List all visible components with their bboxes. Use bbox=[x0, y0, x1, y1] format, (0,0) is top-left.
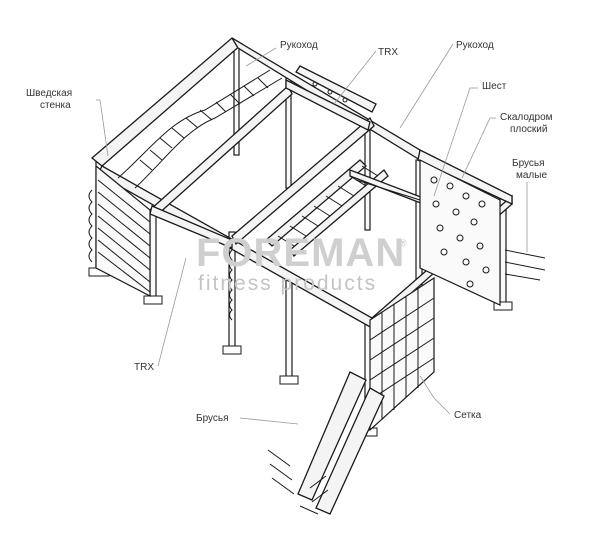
label-climbing-wall-line-1: Скалодром bbox=[500, 112, 553, 123]
label-monkey-bars-right: Рукоход bbox=[456, 40, 494, 51]
frame-structure bbox=[88, 37, 546, 515]
monkey-bars-left bbox=[117, 69, 283, 189]
monkey-bars-right bbox=[265, 159, 389, 257]
label-swedish-wall-line-2: стенка bbox=[40, 100, 71, 111]
small-parallel-bars bbox=[504, 249, 546, 281]
trx-chain bbox=[229, 249, 233, 321]
label-swedish-wall-line-1: Шведская bbox=[26, 88, 72, 99]
watermark-tagline: fitness products bbox=[198, 272, 377, 295]
climbing-wall bbox=[419, 159, 501, 306]
label-climbing-wall-line-2: плоский bbox=[510, 124, 547, 135]
label-parallel-bars: Брусья bbox=[196, 413, 229, 424]
leader-lines bbox=[96, 43, 528, 425]
parallel-bars-ramp bbox=[267, 371, 385, 515]
labels: Шведская стенка Рукоход TRX Рукоход Шест… bbox=[26, 40, 553, 424]
watermark-brand: FOREMAN bbox=[196, 231, 405, 275]
net-panel bbox=[369, 276, 435, 432]
watermark-registered-mark: ® bbox=[400, 238, 407, 248]
swedish-wall bbox=[88, 164, 151, 297]
top-frame bbox=[90, 37, 513, 330]
label-trx-top: TRX bbox=[378, 47, 398, 58]
label-monkey-bars-left: Рукоход bbox=[280, 40, 318, 51]
trx-top-bar bbox=[295, 65, 377, 113]
brand-watermark: FOREMAN ® fitness products bbox=[196, 231, 407, 295]
label-pole: Шест bbox=[482, 81, 507, 92]
label-trx-bottom: TRX bbox=[134, 362, 154, 373]
label-small-parallel-bars-line-1: Брусья bbox=[512, 158, 545, 169]
label-small-parallel-bars-line-2: малые bbox=[516, 170, 547, 181]
label-net: Сетка bbox=[454, 410, 482, 421]
